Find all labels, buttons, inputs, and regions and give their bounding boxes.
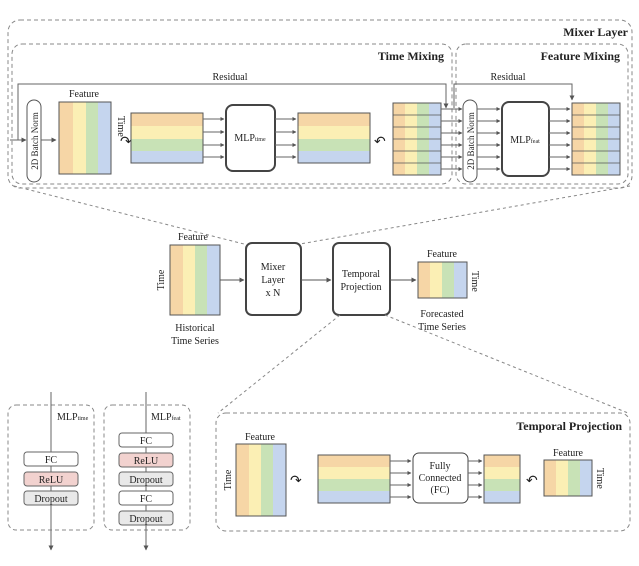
matrix-feature-label: Feature (69, 89, 100, 100)
mlp-feat-fc-2-label: FC (140, 494, 153, 505)
row-arrows-out (275, 117, 297, 159)
feature-matrix-3 (571, 102, 621, 176)
temporal-projection-block (332, 242, 391, 316)
tp-transpose-icon-1: ↷ (290, 474, 302, 489)
output-feature-label: Feature (427, 249, 458, 260)
tp-fc-block (412, 452, 469, 504)
mlp-feat-panel-title: MLPfeat (151, 412, 181, 423)
residual-label-1: Residual (213, 72, 248, 83)
mixer-block-label-1: Mixer (261, 262, 286, 273)
proj-block-label-2: Projection (340, 282, 381, 293)
tp-time-label: Time (223, 469, 234, 490)
temporal-projection-title: Temporal Projection (516, 419, 622, 433)
mixer-block-label-3: x N (266, 288, 281, 299)
zoom-line-proj-right (384, 314, 629, 414)
tp-output-matrix (543, 459, 593, 497)
mlp-time-dropout (23, 490, 79, 506)
mixer-layer-title: Mixer Layer (563, 25, 628, 39)
mlp-time-dropout-label: Dropout (34, 494, 68, 505)
row-matrix-1 (130, 112, 204, 164)
mlp-feat-fc-1 (118, 432, 174, 448)
residual-arrow-2 (453, 83, 575, 108)
zoom-line-proj-left (217, 314, 341, 414)
tp-fc-label-3: (FC) (431, 485, 450, 496)
mlp-feat-dropout-2 (118, 510, 174, 526)
mlp-time-block (225, 104, 276, 172)
mlp-feat-dropout-2-label: Dropout (129, 514, 163, 525)
batch-norm-time (26, 99, 42, 183)
output-matrix (417, 261, 468, 299)
feature-matrix-2 (392, 102, 442, 176)
mixer-layer-panel (7, 19, 633, 189)
time-mixing-panel (11, 43, 453, 185)
transpose-icon-2: ↶ (374, 135, 386, 150)
mlp-feat-relu (118, 452, 174, 468)
input-caption-2: Time Series (171, 336, 219, 347)
tp-input-matrix (235, 443, 287, 517)
mlp-feat-fc-1-label: FC (140, 436, 153, 447)
tp-out-feature-label: Feature (553, 448, 584, 459)
zoom-line-mixer-right (299, 185, 631, 245)
tp-out-row-matrix (483, 454, 521, 504)
batch-norm-feat-label: 2D Batch Norm (466, 112, 476, 170)
batch-norm-time-label: 2D Batch Norm (30, 112, 40, 170)
mlp-feat-label: MLPfeat (510, 135, 540, 146)
feature-mixing-panel (455, 43, 629, 185)
batch-norm-feat (462, 99, 478, 183)
mlp-time-fc (23, 451, 79, 467)
input-matrix (169, 244, 221, 316)
mlp-feat-dropout-1 (118, 471, 174, 487)
mlp-time-relu (23, 471, 79, 487)
output-caption-2: Time Series (418, 322, 466, 333)
mlp-time-label: MLPtime (234, 133, 266, 144)
proj-block-label-1: Temporal (342, 269, 380, 280)
input-feature-label: Feature (178, 232, 209, 243)
tp-fc-label-1: Fully (429, 461, 450, 472)
tp-fc-label-2: Connected (419, 473, 462, 484)
residual-arrow-1 (17, 83, 449, 140)
row-arrows-in (203, 117, 225, 159)
mlp-feat-panel (103, 404, 191, 531)
residual-label-2: Residual (491, 72, 526, 83)
input-time-label: Time (156, 269, 167, 290)
temporal-projection-panel (215, 412, 631, 532)
tp-out-time-label: Time (594, 468, 605, 489)
row-matrix-2 (297, 112, 371, 164)
time-mixing-title: Time Mixing (378, 49, 444, 63)
mlp-feat-dropout-1-label: Dropout (129, 475, 163, 486)
output-time-label: Time (469, 271, 480, 292)
mixer-block-label-2: Layer (261, 275, 285, 286)
tp-feature-label: Feature (245, 432, 276, 443)
input-caption-1: Historical (175, 323, 215, 334)
feature-mixing-title: Feature Mixing (541, 49, 620, 63)
tp-arrows-in (390, 459, 412, 499)
tp-row-matrix (317, 454, 391, 504)
mlp-time-relu-label: ReLU (39, 475, 64, 486)
feature-matrix-1 (58, 101, 112, 175)
mlp-time-panel-title: MLPtime (57, 412, 89, 423)
tp-arrows-out (468, 459, 483, 499)
output-caption-1: Forecasted (420, 309, 463, 320)
mlp-to-matrix-arrows (549, 107, 571, 171)
bn-to-mlp-arrows (477, 107, 501, 171)
mlp-feat-fc-2 (118, 490, 174, 506)
mlp-time-fc-label: FC (45, 455, 58, 466)
transpose-icon-1: ↷ (120, 135, 132, 150)
mixer-layer-block (245, 242, 302, 316)
mlp-feat-block (501, 101, 550, 177)
matrix-to-bn-arrows (441, 107, 463, 171)
tp-transpose-icon-2: ↶ (526, 474, 538, 489)
zoom-line-mixer-left (13, 185, 245, 245)
matrix-time-label: Time (115, 116, 126, 137)
mlp-feat-relu-label: ReLU (134, 456, 159, 467)
